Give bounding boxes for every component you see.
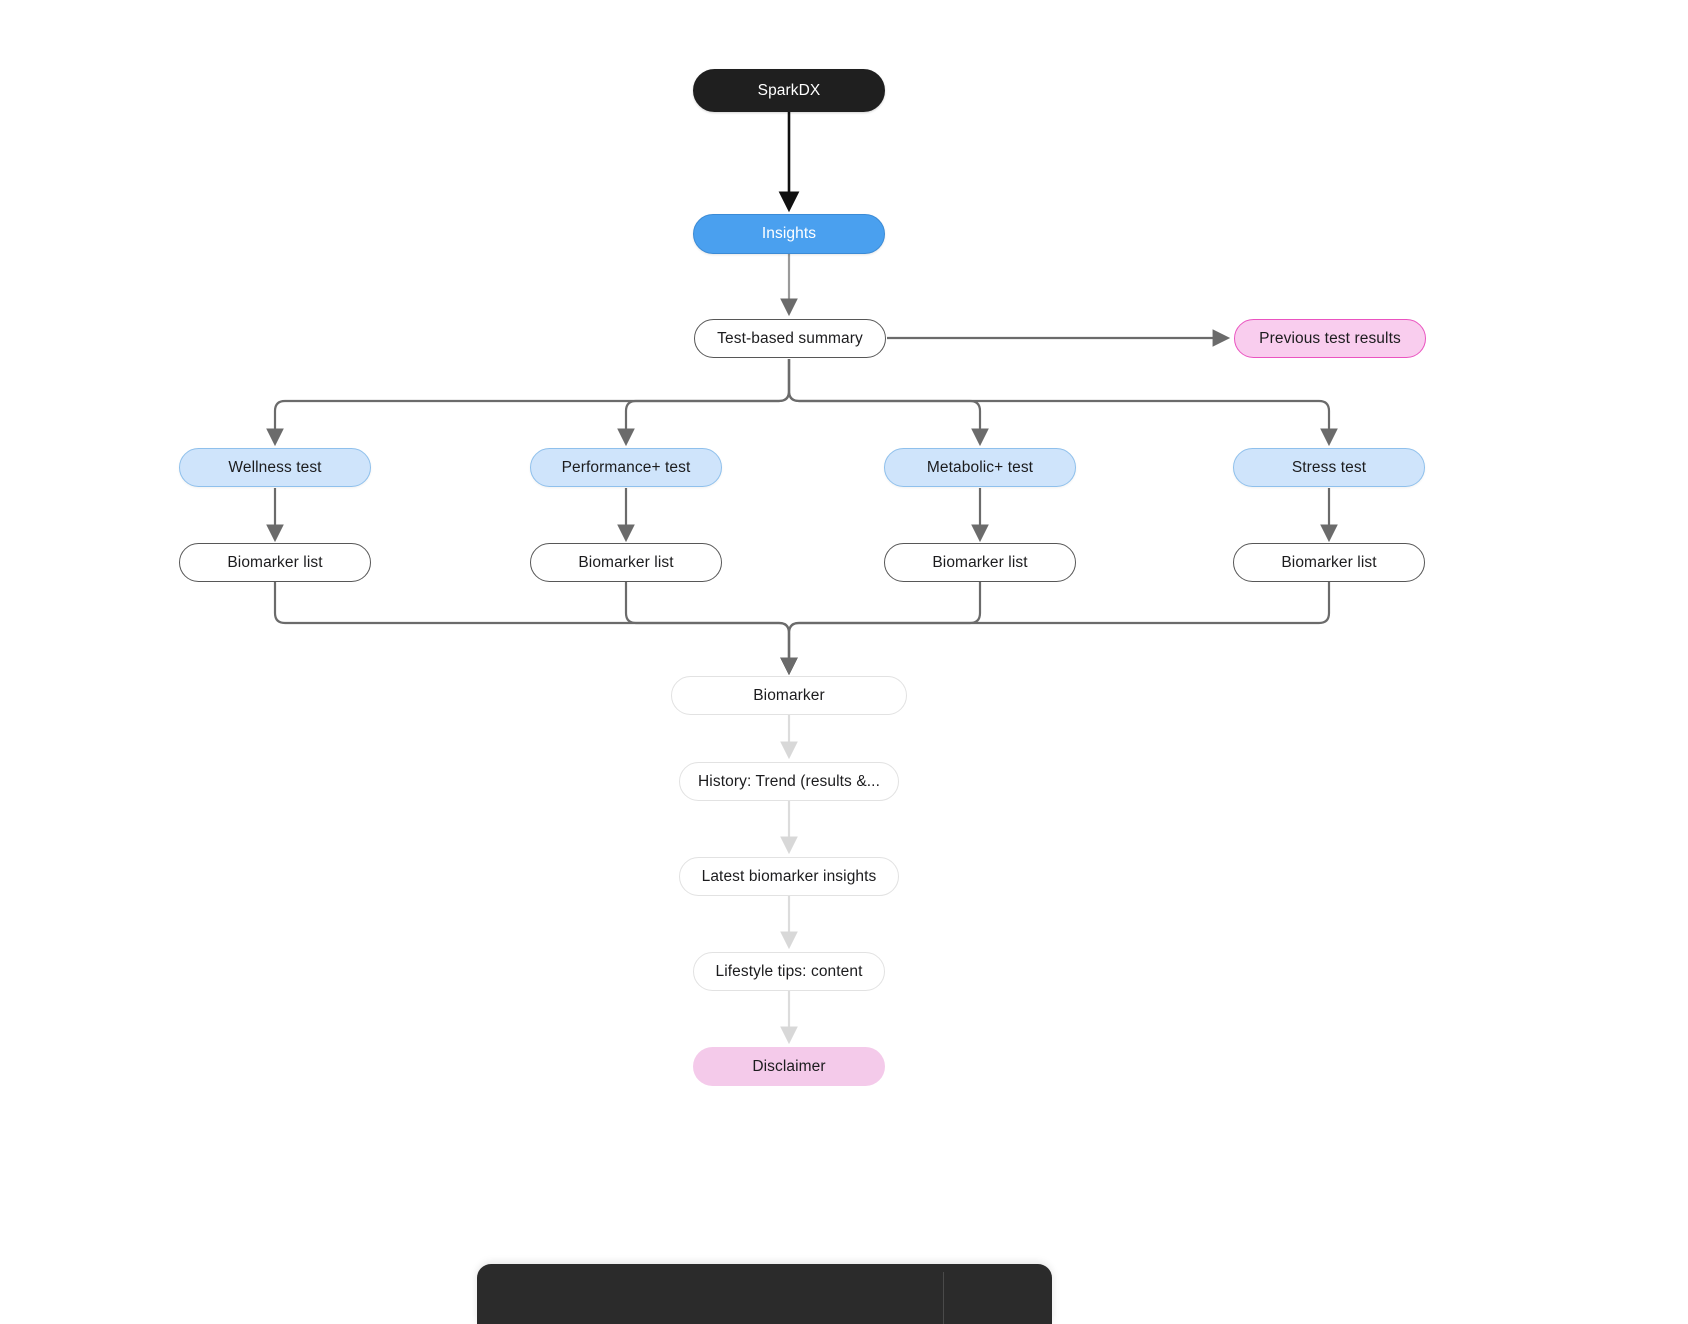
node-biomarker-list-metabolic[interactable]: Biomarker list: [884, 543, 1076, 582]
node-biomarker-list-wellness[interactable]: Biomarker list: [179, 543, 371, 582]
node-performance-test[interactable]: Performance+ test: [530, 448, 722, 487]
node-history-trend-label: History: Trend (results &...: [698, 772, 880, 790]
node-biomarker-list-performance[interactable]: Biomarker list: [530, 543, 722, 582]
node-disclaimer-label: Disclaimer: [752, 1057, 826, 1075]
node-biomarker-list-performance-label: Biomarker list: [578, 553, 674, 571]
node-wellness-test-label: Wellness test: [228, 458, 322, 476]
node-wellness-test[interactable]: Wellness test: [179, 448, 371, 487]
node-latest-biomarker-insights[interactable]: Latest biomarker insights: [679, 857, 899, 896]
node-sparkdx-label: SparkDX: [757, 81, 821, 99]
node-biomarker-list-stress[interactable]: Biomarker list: [1233, 543, 1425, 582]
node-stress-test[interactable]: Stress test: [1233, 448, 1425, 487]
node-biomarker-label: Biomarker: [753, 686, 825, 704]
node-insights-label: Insights: [761, 225, 817, 243]
node-biomarker[interactable]: Biomarker: [671, 676, 907, 715]
node-insights[interactable]: Insights: [693, 214, 885, 254]
node-metabolic-test-label: Metabolic+ test: [926, 458, 1034, 476]
node-biomarker-list-stress-label: Biomarker list: [1281, 553, 1377, 571]
node-test-based-summary-label: Test-based summary: [717, 329, 863, 347]
node-biomarker-list-wellness-label: Biomarker list: [227, 553, 323, 571]
node-lifestyle-tips[interactable]: Lifestyle tips: content: [693, 952, 885, 991]
node-disclaimer[interactable]: Disclaimer: [693, 1047, 885, 1086]
node-previous-test-results[interactable]: Previous test results: [1234, 319, 1426, 358]
node-previous-test-results-label: Previous test results: [1259, 329, 1401, 347]
node-metabolic-test[interactable]: Metabolic+ test: [884, 448, 1076, 487]
toolbar-divider: [943, 1272, 944, 1324]
node-history-trend[interactable]: History: Trend (results &...: [679, 762, 899, 801]
node-test-based-summary[interactable]: Test-based summary: [694, 319, 886, 358]
node-sparkdx[interactable]: SparkDX: [693, 69, 885, 112]
bottom-toolbar[interactable]: [477, 1264, 1052, 1324]
node-biomarker-list-metabolic-label: Biomarker list: [932, 553, 1028, 571]
node-latest-biomarker-insights-label: Latest biomarker insights: [701, 867, 877, 885]
node-performance-test-label: Performance+ test: [561, 458, 691, 476]
node-lifestyle-tips-label: Lifestyle tips: content: [715, 962, 863, 980]
node-stress-test-label: Stress test: [1291, 458, 1367, 476]
